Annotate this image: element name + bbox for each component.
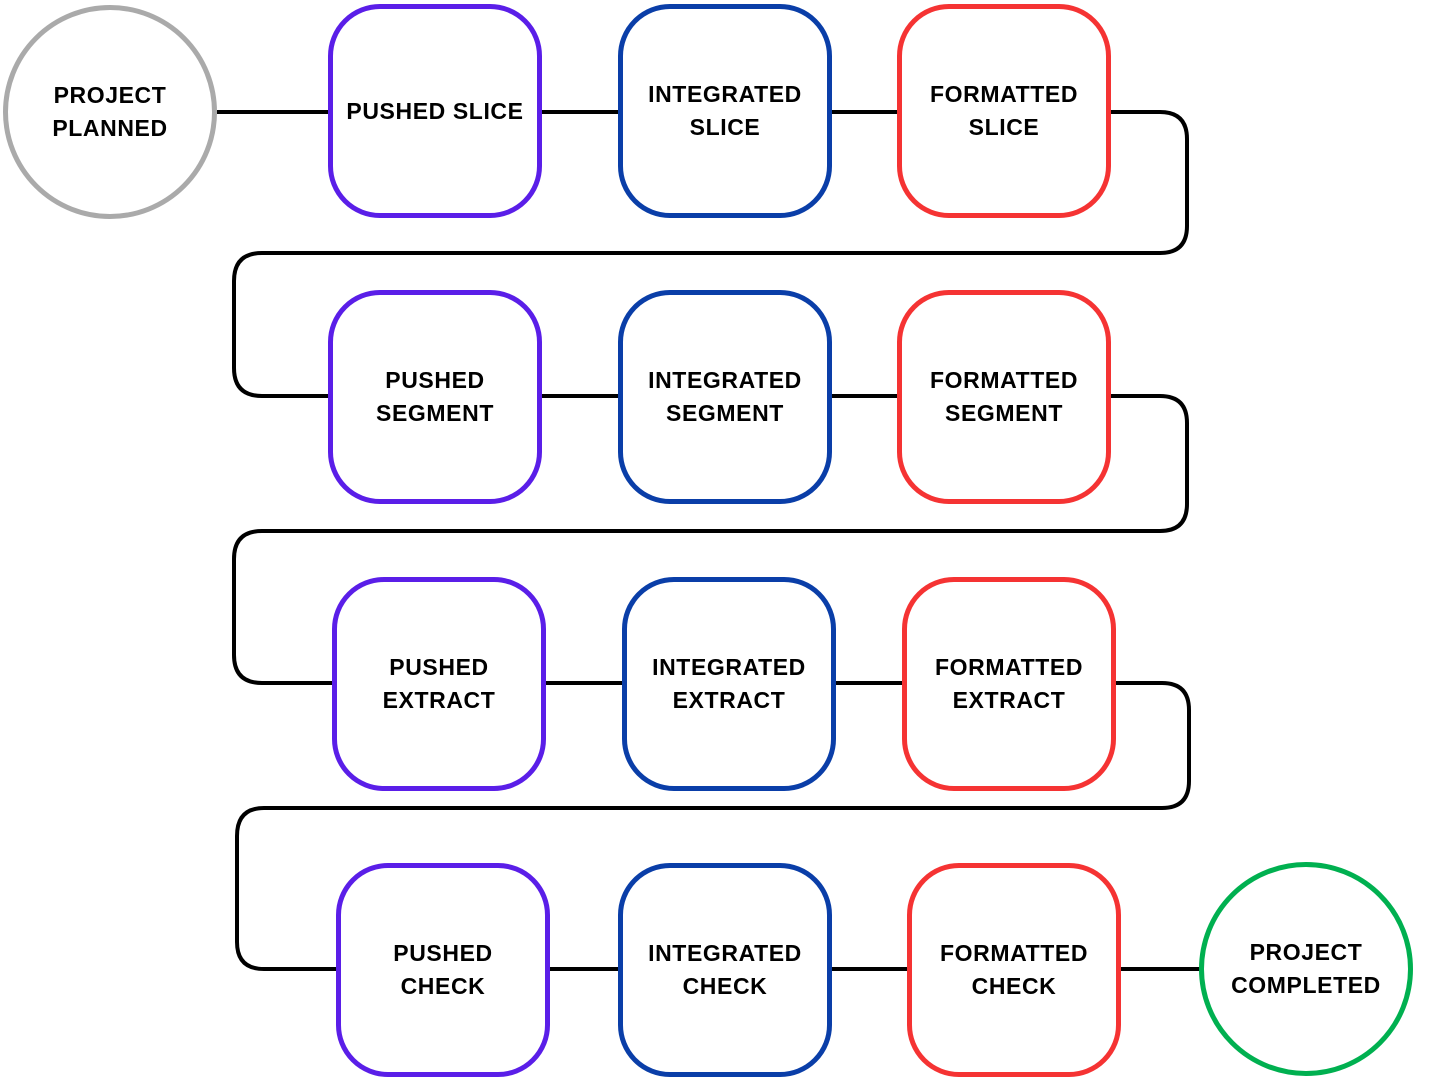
pushed-segment-node: PUSHED SEGMENT [328,290,542,504]
node-label: INTEGRATED SLICE [648,81,802,140]
node-label: INTEGRATED CHECK [648,940,802,999]
node-label: INTEGRATED EXTRACT [652,654,806,713]
end-node: PROJECT COMPLETED [1199,862,1413,1076]
formatted-segment-node: FORMATTED SEGMENT [897,290,1111,504]
node-label: PUSHED CHECK [393,940,493,999]
node-label: INTEGRATED SEGMENT [648,367,802,426]
formatted-extract-node: FORMATTED EXTRACT [902,577,1116,791]
integrated-check-node: INTEGRATED CHECK [618,863,832,1077]
node-label: FORMATTED SEGMENT [929,367,1079,426]
node-label: PUSHED EXTRACT [382,654,496,713]
node-label: FORMATTED SLICE [929,81,1079,140]
connector [235,681,1191,971]
start-node-label: PROJECT PLANNED [52,82,168,141]
node-label: PUSHED SEGMENT [376,367,494,426]
formatted-slice-node: FORMATTED SLICE [897,4,1111,218]
connector [232,110,1189,398]
pushed-extract-node: PUSHED EXTRACT [332,577,546,791]
pushed-check-node: PUSHED CHECK [336,863,550,1077]
connector [232,394,1189,685]
end-node-label: PROJECT COMPLETED [1231,939,1381,998]
node-label: PUSHED SLICE [346,97,524,124]
integrated-extract-node: INTEGRATED EXTRACT [622,577,836,791]
integrated-slice-node: INTEGRATED SLICE [618,4,832,218]
integrated-segment-node: INTEGRATED SEGMENT [618,290,832,504]
node-label: FORMATTED CHECK [939,940,1089,999]
formatted-check-node: FORMATTED CHECK [907,863,1121,1077]
start-node: PROJECT PLANNED [3,5,217,219]
pushed-slice-node: PUSHED SLICE [328,4,542,218]
node-label: FORMATTED EXTRACT [934,654,1084,713]
